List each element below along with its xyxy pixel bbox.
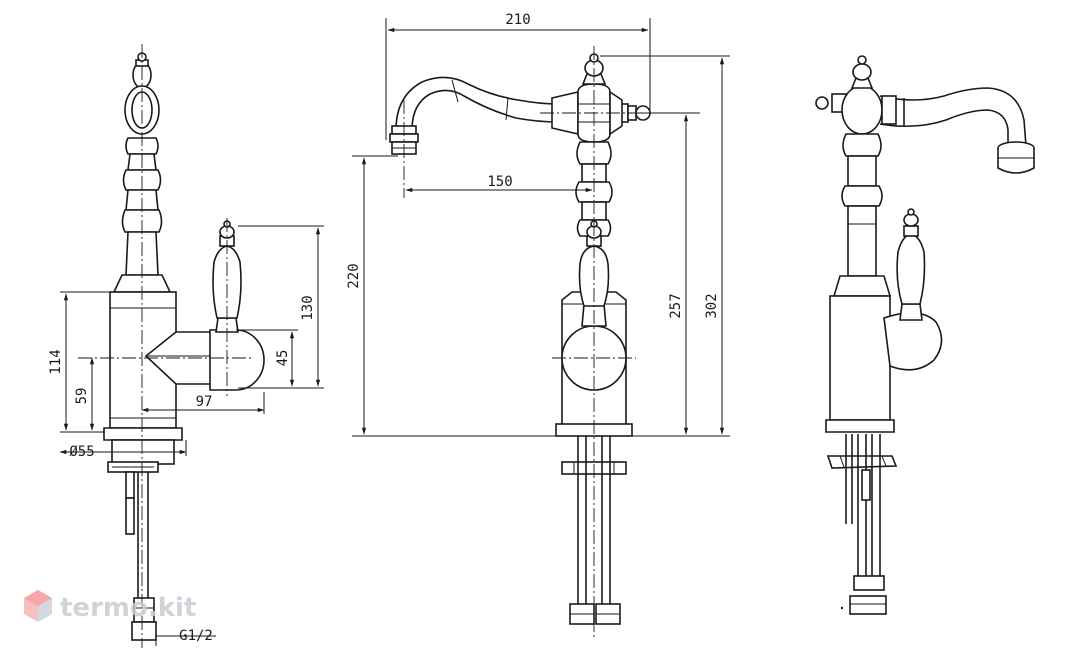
front-view (389, 46, 660, 640)
dimensions-side (59, 225, 324, 646)
dim-257-label: 257 (668, 293, 684, 318)
dim-97-label: 97 (196, 394, 213, 410)
dim-210-label: 210 (505, 12, 530, 28)
perspective-view (815, 55, 1035, 615)
cube-logo-icon (24, 590, 52, 622)
watermark: termo.kit (24, 590, 196, 623)
dim-114-label: 114 (48, 349, 64, 374)
dim-150-label: 150 (487, 174, 512, 190)
watermark-text: termo.kit (60, 593, 196, 623)
dim-302-label: 302 (704, 293, 720, 318)
dim-diameter-55-label: Ø55 (69, 444, 94, 460)
side-view (78, 44, 265, 648)
dim-thread-label: G1/2 (179, 628, 213, 644)
dimensions-front (352, 18, 730, 437)
dim-59-label: 59 (74, 388, 90, 405)
dim-220-label: 220 (346, 263, 362, 288)
dim-45-label: 45 (275, 350, 291, 367)
dim-130-label: 130 (300, 295, 316, 320)
